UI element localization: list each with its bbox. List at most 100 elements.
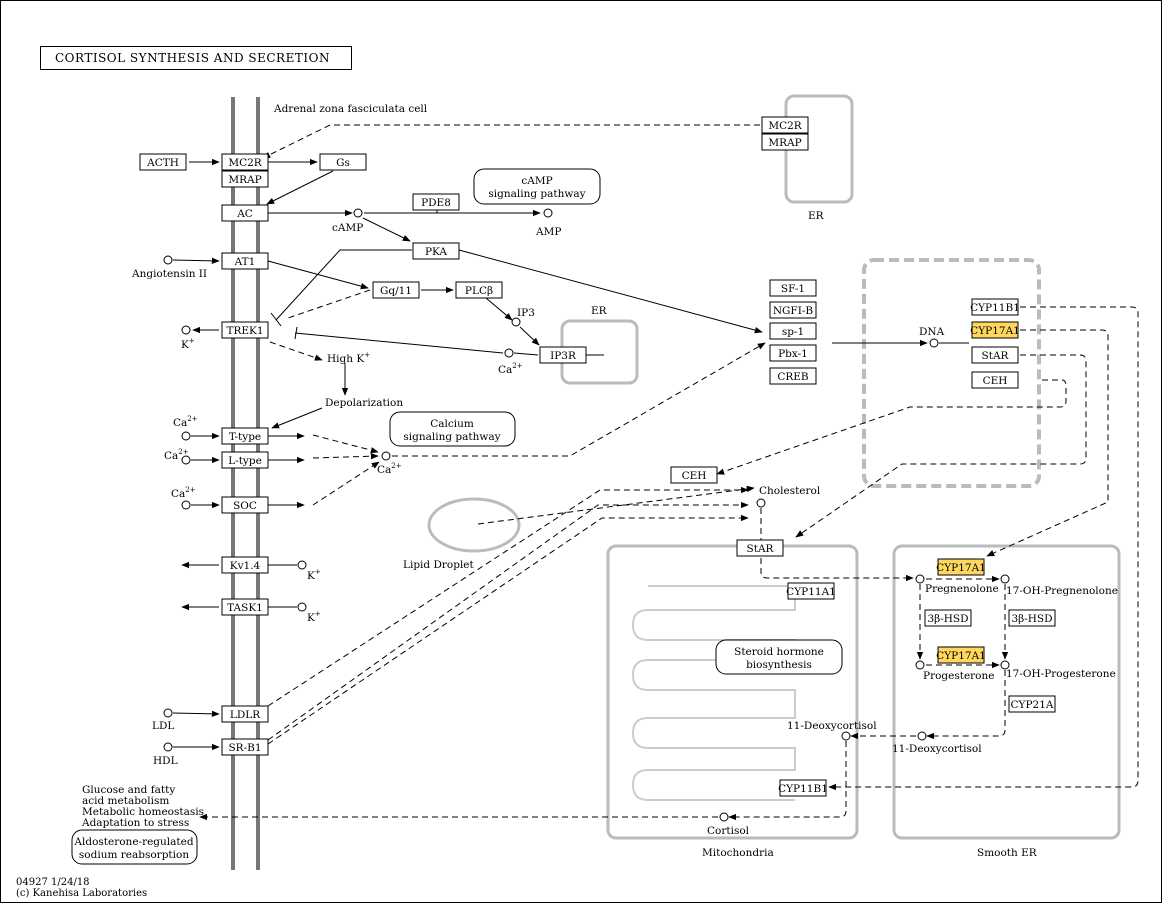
ca-er-node[interactable] [504, 348, 514, 358]
hdl-node[interactable] [163, 742, 173, 752]
gene-task1[interactable] [221, 598, 269, 616]
gene-sp1[interactable] [769, 322, 817, 340]
ca-intracellular-label: Ca2+ [377, 462, 402, 476]
ca-ltype-node[interactable] [181, 455, 191, 465]
footer-id: 04927 1/24/18 [16, 877, 90, 888]
gene-trek1[interactable] [221, 321, 269, 339]
lipid-droplet-label: Lipid Droplet [403, 559, 475, 571]
gene-star[interactable] [736, 539, 784, 557]
gene-mrap[interactable] [221, 170, 269, 188]
ca-ttype-node[interactable] [181, 431, 191, 441]
camp-node[interactable] [353, 208, 363, 218]
gene-ceh-nuc[interactable] [971, 371, 1019, 389]
gene-cyp17a1-a[interactable] [937, 558, 985, 576]
gene-creb[interactable] [769, 367, 817, 385]
edge-depol-ttype [271, 407, 323, 429]
gene-acth[interactable] [139, 153, 187, 171]
aldosterone-pathway-box[interactable] [71, 829, 198, 865]
ca-er-label: Ca2+ [498, 362, 523, 376]
oh-pregnenolone-node[interactable] [1000, 574, 1010, 584]
gene-ip3r[interactable] [539, 346, 587, 364]
gene-3bhsd-a-label: 3β-HSD [927, 613, 968, 625]
gene-ngfib-label: NGFI-B [773, 305, 814, 317]
gene-kv14[interactable] [221, 556, 269, 574]
gene-ldlr[interactable] [221, 705, 269, 723]
dna-label: DNA [919, 326, 945, 338]
k-task1-node[interactable] [297, 602, 307, 612]
gene-acth-label: ACTH [146, 157, 179, 169]
footer-copyright: (c) Kanehisa Laboratories [16, 888, 148, 899]
deoxycortisol-mito-label: 11-Deoxycortisol [787, 720, 877, 732]
calcium-pathway-box[interactable] [389, 411, 516, 447]
ldl-node[interactable] [163, 708, 173, 718]
gene-cyp11a1[interactable] [787, 582, 835, 600]
gene-ttype[interactable] [221, 427, 269, 445]
edge-ip3-ip3r [519, 326, 540, 346]
gene-mrap-er[interactable] [761, 133, 809, 151]
gene-ac[interactable] [221, 204, 269, 222]
gene-plcb-label: PLCβ [465, 285, 493, 297]
ip3-label: IP3 [517, 307, 535, 319]
edge-cyp11b1-gene [828, 306, 1139, 791]
mitochondria-organelle [606, 544, 859, 840]
gene-3bhsd-b[interactable] [1008, 609, 1056, 627]
edge-ldlr-cholesterol [267, 486, 749, 707]
ca-intracellular-node[interactable] [381, 451, 391, 461]
gene-mc2r[interactable] [221, 153, 269, 171]
gene-sf1-label: SF-1 [781, 283, 805, 295]
ca-soc-node[interactable] [181, 500, 191, 510]
gene-soc[interactable] [221, 496, 269, 514]
cortisol-node[interactable] [719, 812, 729, 822]
gene-gq11[interactable] [372, 281, 420, 299]
cholesterol-label: Cholesterol [759, 485, 821, 497]
gene-gs[interactable] [319, 153, 367, 171]
deoxycortisol-mito-node[interactable] [841, 731, 851, 741]
output-label-1: Glucose and fatty [82, 784, 175, 796]
gene-mc2r-label: MC2R [228, 157, 262, 169]
gene-ngfib[interactable] [769, 301, 817, 319]
gene-cyp21a[interactable] [1008, 695, 1056, 713]
dna-node[interactable] [929, 338, 939, 348]
gene-ceh[interactable] [670, 466, 718, 484]
gene-pde8[interactable] [412, 193, 460, 211]
gene-3bhsd-a[interactable] [924, 609, 972, 627]
gene-cyp11a1-label: CYP11A1 [786, 586, 836, 598]
progesterone-node[interactable] [915, 660, 925, 670]
oh-progesterone-node[interactable] [1000, 660, 1010, 670]
gene-ltype-label: L-type [228, 455, 262, 467]
camp-pathway-box[interactable] [473, 168, 601, 205]
cholesterol-node[interactable] [756, 498, 766, 508]
gene-sp1-label: sp-1 [782, 326, 804, 338]
gene-pbx1[interactable] [769, 344, 817, 362]
pregnenolone-node[interactable] [915, 574, 925, 584]
gene-plcb[interactable] [455, 281, 503, 299]
gene-cyp17a1-b[interactable] [937, 646, 985, 664]
k-trek1-node[interactable] [181, 325, 191, 335]
ca-ltype-label: Ca2+ [164, 448, 189, 462]
steroid-pathway-box[interactable] [715, 639, 843, 675]
gene-cyp11b1-nuc[interactable] [971, 298, 1019, 316]
deoxycortisol-er-node[interactable] [917, 731, 927, 741]
gene-star-nuc[interactable] [971, 346, 1019, 364]
gene-pka[interactable] [412, 242, 460, 260]
gene-mc2r-er[interactable] [761, 116, 809, 134]
oh-progesterone-label: 17-OH-Progesterone [1006, 668, 1116, 680]
gene-cyp11b1-mito[interactable] [779, 779, 827, 797]
amp-label: AMP [535, 226, 561, 238]
gene-ltype[interactable] [221, 451, 269, 469]
edge-ttype-ca [312, 434, 379, 454]
gene-sf1[interactable] [769, 279, 817, 297]
gene-cyp17a1-nuc[interactable] [971, 321, 1019, 339]
ip3-node[interactable] [511, 317, 521, 327]
edge-er-mc2r-traffic [262, 124, 760, 159]
edge-cholesterol-pregnenolone [760, 508, 914, 582]
edge-deoxy-cortisol [728, 741, 847, 821]
k-trek1-label: K+ [181, 337, 195, 351]
k-kv14-node[interactable] [297, 560, 307, 570]
angiotensin-node[interactable] [163, 255, 173, 265]
gene-at1[interactable] [221, 252, 269, 270]
gene-srb1[interactable] [221, 738, 269, 756]
calcium-pathway-label-1: Calcium [430, 418, 474, 430]
amp-node[interactable] [543, 208, 553, 218]
output-label-2: acid metabolism [82, 795, 169, 807]
